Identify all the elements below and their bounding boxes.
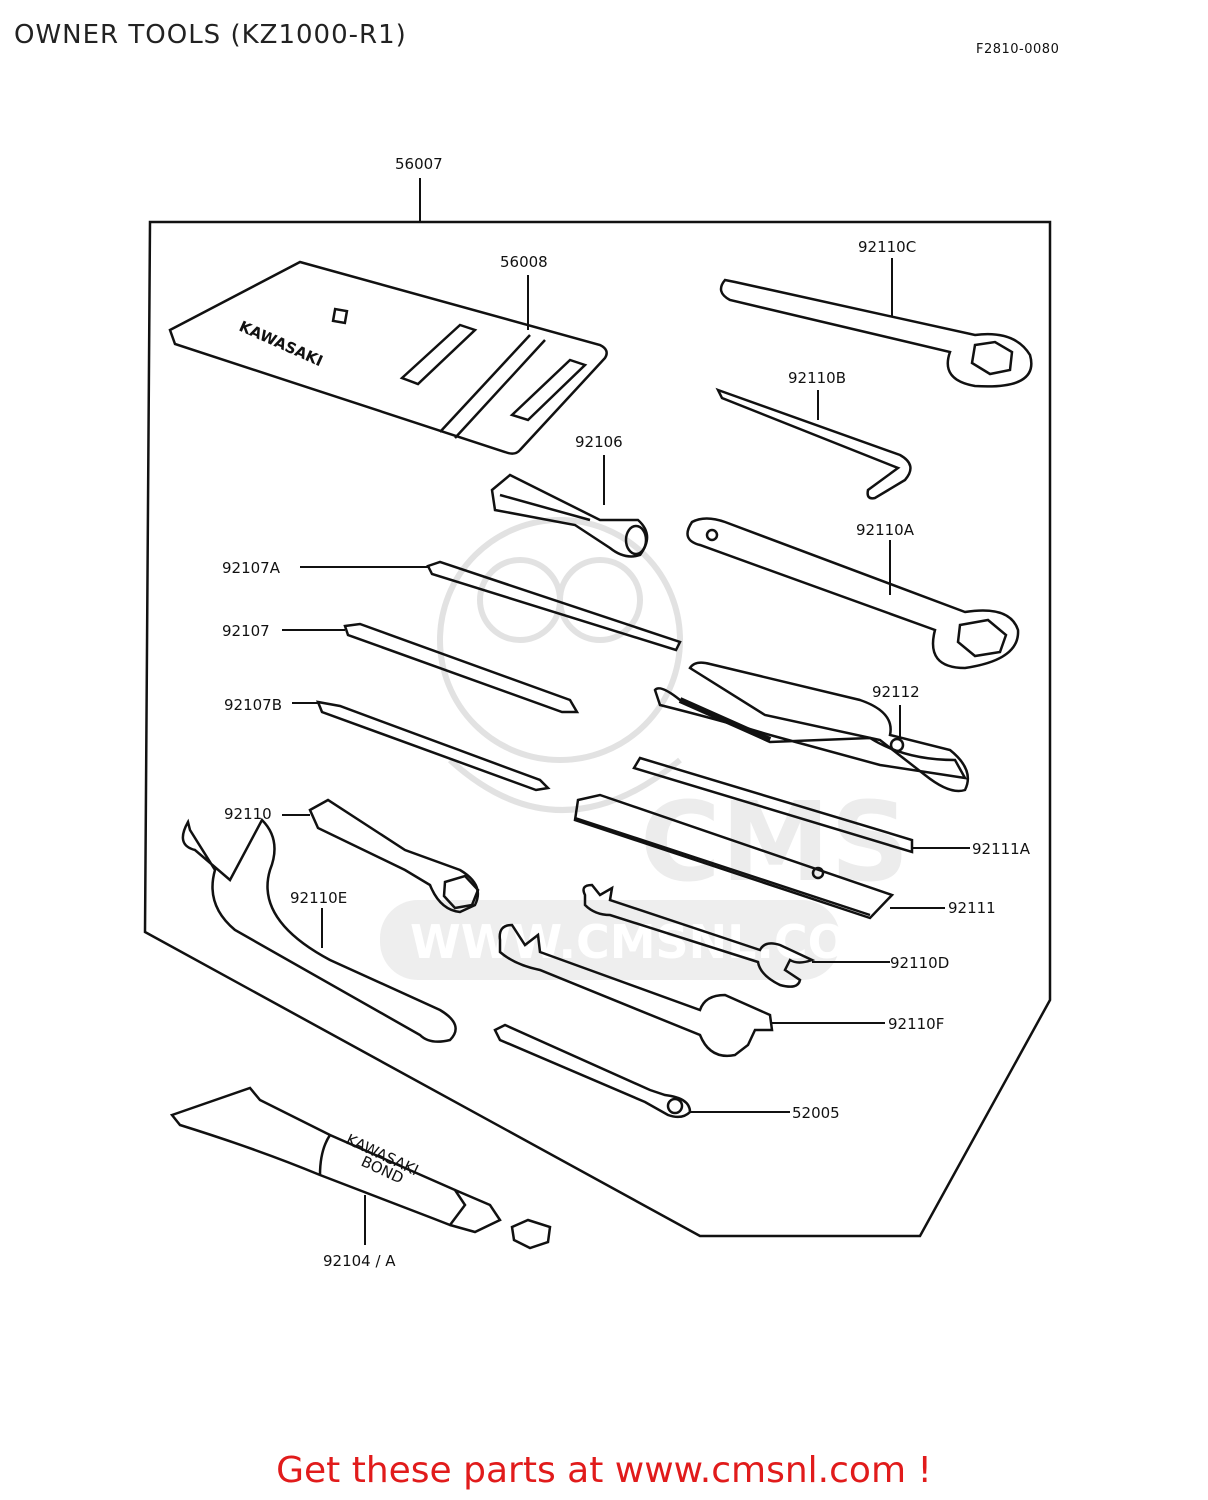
promo-link[interactable]: Get these parts at www.cmsnl.com ! — [276, 1450, 932, 1491]
figure-code: F2810-0080 — [976, 42, 1060, 57]
socket-wrench-92110 — [282, 798, 480, 914]
label-92112: 92112 — [872, 683, 920, 701]
handle-92106 — [490, 455, 649, 558]
wrench-92110c — [719, 258, 1033, 388]
screwdriver-92107b — [292, 700, 551, 792]
screwdriver-92107a — [300, 560, 682, 652]
parts-diagram: WWW.CMSNL.COM CMS 56007 KAWASAKI 56008 9… — [143, 155, 1052, 1270]
open-wrench-92110d — [582, 883, 890, 988]
spark-gauge-52005 — [493, 1023, 790, 1119]
label-92104a: 92104 / A — [323, 1252, 396, 1270]
pliers-92112 — [653, 661, 970, 793]
label-92110f: 92110F — [888, 1015, 944, 1033]
label-92107: 92107 — [222, 622, 270, 640]
label-92110c: 92110C — [858, 238, 916, 256]
label-92110e: 92110E — [290, 889, 347, 907]
label-92111a: 92111A — [972, 840, 1031, 858]
label-52005: 52005 — [792, 1104, 840, 1122]
promo-banner[interactable]: Get these parts at www.cmsnl.com ! — [0, 1450, 1208, 1491]
bar-92111 — [573, 793, 945, 920]
bond-tube-92104a — [169, 1086, 552, 1250]
ring-wrench-92110a — [686, 517, 1020, 670]
label-92106: 92106 — [575, 433, 623, 451]
label-92107b: 92107B — [224, 696, 282, 714]
hook-wrench-92110e — [181, 817, 457, 1043]
label-92110a: 92110A — [856, 521, 915, 539]
kit-outline — [143, 220, 1052, 1238]
page-title: OWNER TOOLS (KZ1000-R1) — [14, 20, 407, 50]
watermark-text: WWW.CMSNL.COM — [410, 915, 893, 969]
open-wrench-92110f — [498, 923, 885, 1058]
label-56008: 56008 — [500, 253, 548, 271]
label-92110: 92110 — [224, 805, 272, 823]
label-92110d: 92110D — [890, 954, 949, 972]
label-56007: 56007 — [395, 155, 443, 173]
rod-92111a — [632, 756, 970, 854]
tool-bag — [168, 260, 608, 455]
hex-key-92110b — [715, 387, 912, 500]
watermark: WWW.CMSNL.COM CMS — [380, 517, 909, 980]
label-92110b: 92110B — [788, 369, 846, 387]
screwdriver-92107 — [282, 622, 580, 714]
bag-logo: KAWASAKI — [236, 317, 325, 370]
label-92111: 92111 — [948, 899, 996, 917]
label-92107a: 92107A — [222, 559, 281, 577]
